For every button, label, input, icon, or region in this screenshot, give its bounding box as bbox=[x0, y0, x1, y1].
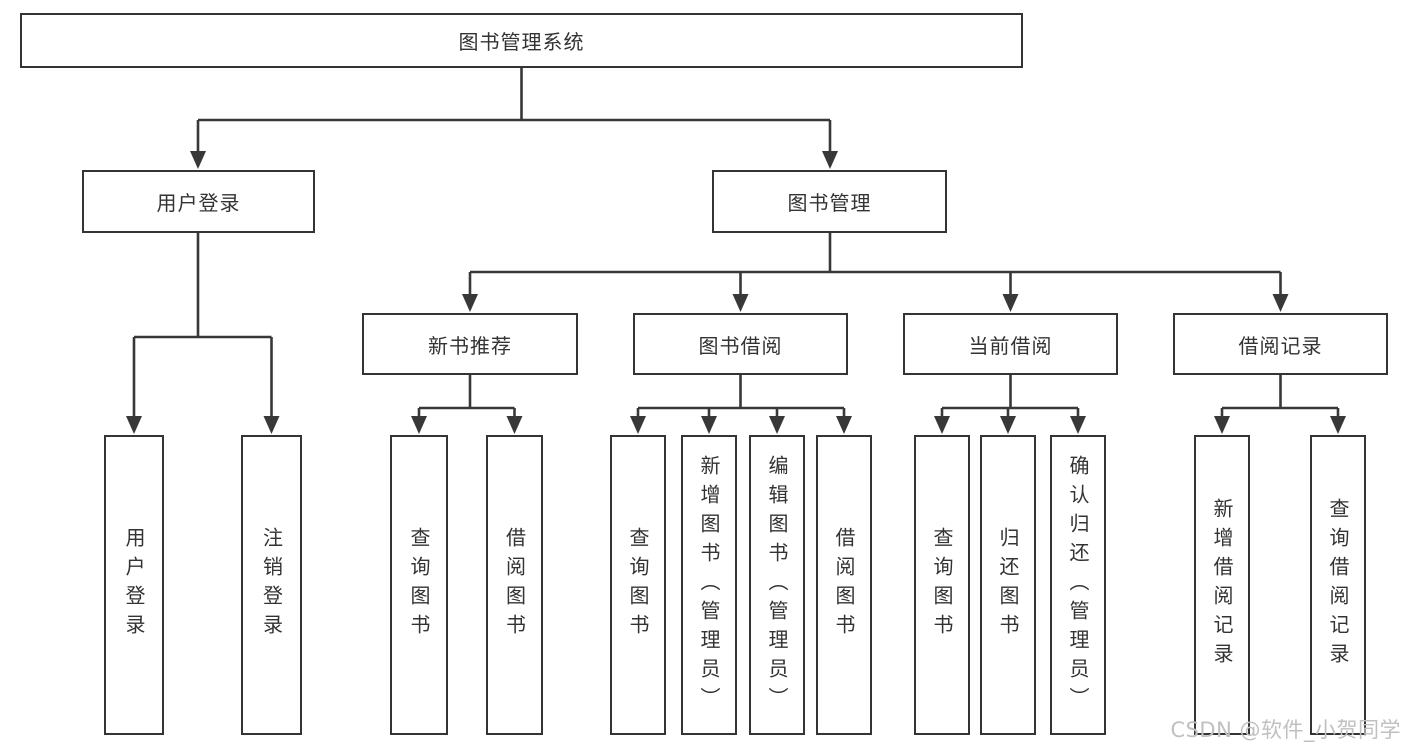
connector-root-split bbox=[190, 68, 838, 169]
connector-current-split bbox=[934, 375, 1086, 434]
connector-mgmt-split bbox=[462, 233, 1289, 312]
leaf-query-books-recommend: 查询图书 bbox=[390, 435, 448, 735]
connector-login-split bbox=[126, 233, 280, 434]
leaf-query-books-current: 查询图书 bbox=[914, 435, 970, 735]
csdn-watermark: CSDN @软件_小贺同学 bbox=[1170, 718, 1401, 742]
node-borrow-records: 借阅记录 bbox=[1173, 313, 1388, 375]
node-current-borrow: 当前借阅 bbox=[903, 313, 1118, 375]
connector-records-split bbox=[1214, 375, 1346, 434]
node-new-book-recommend: 新书推荐 bbox=[362, 313, 578, 375]
node-book-management: 图书管理 bbox=[712, 170, 947, 233]
connector-borrow-split bbox=[630, 375, 852, 434]
leaf-borrow-books: 借阅图书 bbox=[816, 435, 872, 735]
node-book-borrow: 图书借阅 bbox=[633, 313, 848, 375]
leaf-confirm-return-admin: 确认归还（管理员） bbox=[1050, 435, 1106, 735]
leaf-return-book: 归还图书 bbox=[980, 435, 1036, 735]
leaf-query-borrow-record: 查询借阅记录 bbox=[1310, 435, 1366, 735]
leaf-edit-book-admin: 编辑图书（管理员） bbox=[749, 435, 805, 735]
leaf-add-borrow-record: 新增借阅记录 bbox=[1194, 435, 1250, 735]
leaf-user-login: 用户登录 bbox=[104, 435, 164, 735]
leaf-add-book-admin: 新增图书（管理员） bbox=[681, 435, 737, 735]
node-user-login: 用户登录 bbox=[82, 170, 315, 233]
connector-recommend-split bbox=[411, 375, 523, 434]
leaf-borrow-books-recommend: 借阅图书 bbox=[486, 435, 543, 735]
leaf-logout: 注销登录 bbox=[241, 435, 302, 735]
node-root-system: 图书管理系统 bbox=[20, 13, 1023, 68]
leaf-query-books-borrow: 查询图书 bbox=[610, 435, 666, 735]
